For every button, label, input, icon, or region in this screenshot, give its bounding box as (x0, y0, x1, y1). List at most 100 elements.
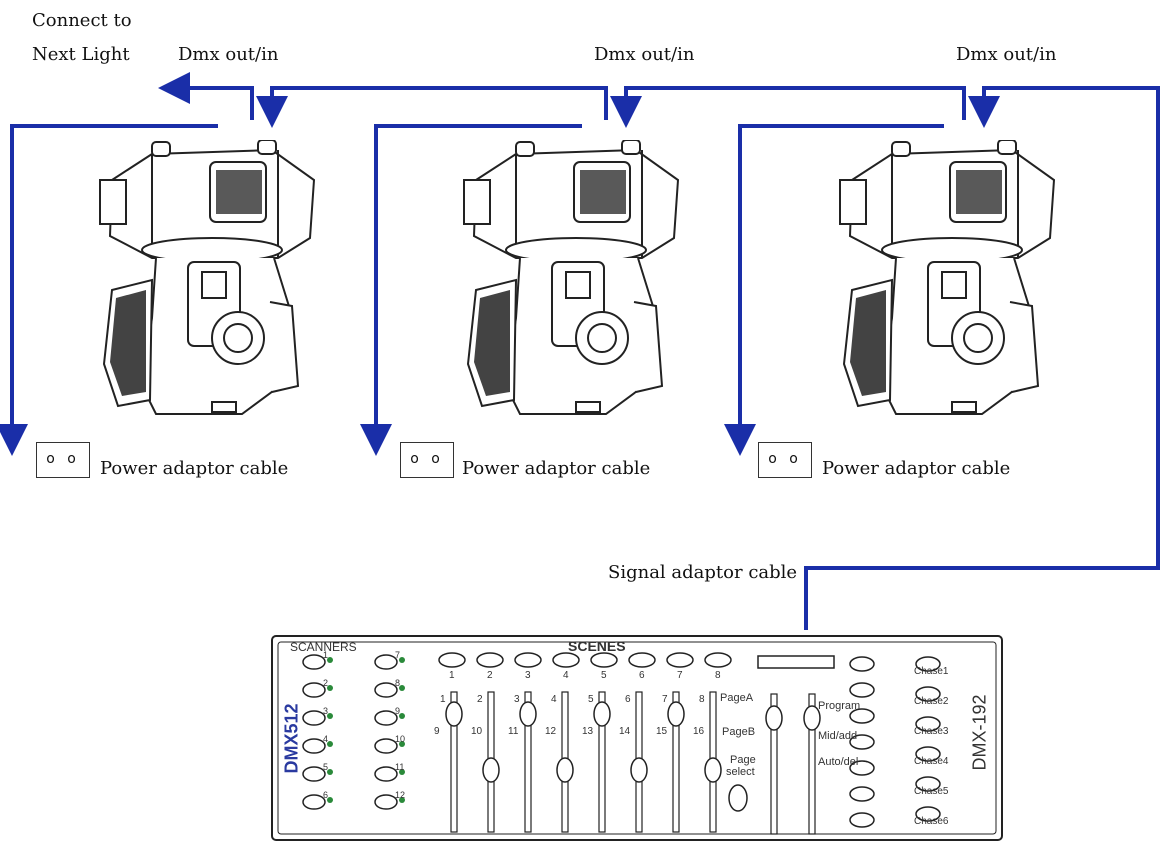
chase-label: Chase2 (914, 696, 949, 707)
scanner-button-6[interactable] (302, 794, 326, 810)
fader-knob-4[interactable] (556, 757, 574, 783)
scanners-label: SCANNERS (290, 640, 357, 654)
fader-number-bottom: 14 (619, 726, 631, 737)
power-label-1: Power adaptor cable (100, 458, 289, 479)
scanner-button-5[interactable] (302, 766, 326, 782)
scanner-button-10[interactable] (374, 738, 398, 754)
dmx-link-next (158, 72, 254, 120)
scanner-number: 8 (395, 678, 401, 688)
fader-number-bottom: 12 (545, 726, 557, 737)
fader-number-bottom: 11 (508, 726, 519, 737)
fader-knob-6[interactable] (630, 757, 648, 783)
scanner-led-icon (399, 685, 405, 691)
fader-number-top: 4 (551, 694, 557, 705)
scene-number: 7 (677, 670, 683, 681)
function-button[interactable] (849, 734, 875, 750)
scene-button-7[interactable] (666, 652, 694, 668)
power-cable-1 (0, 124, 218, 456)
power-cable-3 (724, 124, 944, 456)
fader-knob-1[interactable] (445, 701, 463, 727)
fader-number-bottom: 15 (656, 726, 668, 737)
chase-label: Chase4 (914, 756, 949, 767)
scene-button-3[interactable] (514, 652, 542, 668)
page-b-label: PageB (722, 726, 756, 738)
chase-button-3[interactable] (915, 716, 941, 732)
scanner-led-icon (327, 685, 333, 691)
chase-button-2[interactable] (915, 686, 941, 702)
chase-button-5[interactable] (915, 776, 941, 792)
controller-panel (277, 641, 997, 835)
chase-button-1[interactable] (915, 656, 941, 672)
function-button[interactable] (849, 656, 875, 672)
function-button[interactable] (849, 708, 875, 724)
scene-button-1[interactable] (438, 652, 466, 668)
fader-knob-7[interactable] (667, 701, 685, 727)
page-a-label: PageA (720, 692, 754, 704)
fader-knob-3[interactable] (519, 701, 537, 727)
scene-number: 5 (601, 670, 607, 681)
fader-number-bottom: 16 (693, 726, 705, 737)
scanner-button-3[interactable] (302, 710, 326, 726)
connect-label-line2: Next Light (32, 44, 130, 65)
scene-button-8[interactable] (704, 652, 732, 668)
scanner-number: 11 (395, 762, 405, 772)
fader-number-top: 7 (662, 694, 668, 705)
page-select-label-2: select (726, 766, 755, 778)
scene-number: 1 (449, 670, 455, 681)
scanner-led-icon (327, 657, 333, 663)
lcd-display (757, 655, 835, 669)
program-label: Program (818, 700, 861, 712)
chase-button-6[interactable] (915, 806, 941, 822)
scanner-number: 1 (323, 650, 329, 660)
scanner-led-icon (327, 741, 333, 747)
scanner-number: 4 (323, 734, 329, 744)
function-button[interactable] (849, 812, 875, 828)
power-plug-icon: o o (400, 442, 454, 478)
fader-knob-8[interactable] (704, 757, 722, 783)
chase-label: Chase6 (914, 816, 949, 827)
scanner-number: 5 (323, 762, 329, 772)
scene-number: 3 (525, 670, 531, 681)
moving-head-light-2 (463, 140, 680, 415)
fader-track (598, 691, 606, 833)
scanner-button-2[interactable] (302, 682, 326, 698)
chase-label: Chase3 (914, 726, 949, 737)
scanner-button-11[interactable] (374, 766, 398, 782)
scene-button-4[interactable] (552, 652, 580, 668)
chase-label: Chase5 (914, 786, 949, 797)
function-button[interactable] (849, 760, 875, 776)
scanner-button-12[interactable] (374, 794, 398, 810)
scene-button-6[interactable] (628, 652, 656, 668)
function-button[interactable] (849, 786, 875, 802)
scanner-button-1[interactable] (302, 654, 326, 670)
scanner-button-4[interactable] (302, 738, 326, 754)
master-fader-knob-1[interactable] (765, 705, 783, 731)
fader-number-top: 8 (699, 694, 705, 705)
scanner-number: 12 (395, 790, 406, 800)
dmx-label-3: Dmx out/in (956, 44, 1057, 65)
master-fader-knob-2[interactable] (803, 705, 821, 731)
scanner-button-7[interactable] (374, 654, 398, 670)
fader-number-top: 6 (625, 694, 631, 705)
function-button[interactable] (849, 682, 875, 698)
power-label-2: Power adaptor cable (462, 458, 651, 479)
scanner-button-8[interactable] (374, 682, 398, 698)
chase-button-4[interactable] (915, 746, 941, 762)
scenes-label: SCENES (568, 638, 626, 654)
scanner-button-9[interactable] (374, 710, 398, 726)
scanner-led-icon (327, 713, 333, 719)
scene-button-2[interactable] (476, 652, 504, 668)
scene-button-5[interactable] (590, 652, 618, 668)
brand-model-right: DMX-192 (969, 694, 990, 771)
scanner-led-icon (399, 769, 405, 775)
fader-track (672, 691, 680, 833)
fader-knob-5[interactable] (593, 701, 611, 727)
signal-cable (804, 86, 1160, 630)
dmx-label-2: Dmx out/in (594, 44, 695, 65)
page-select-button[interactable] (728, 784, 748, 812)
fader-knob-2[interactable] (482, 757, 500, 783)
fader-track (450, 691, 458, 833)
scene-number: 4 (563, 670, 569, 681)
fader-number-bottom: 10 (471, 726, 483, 737)
